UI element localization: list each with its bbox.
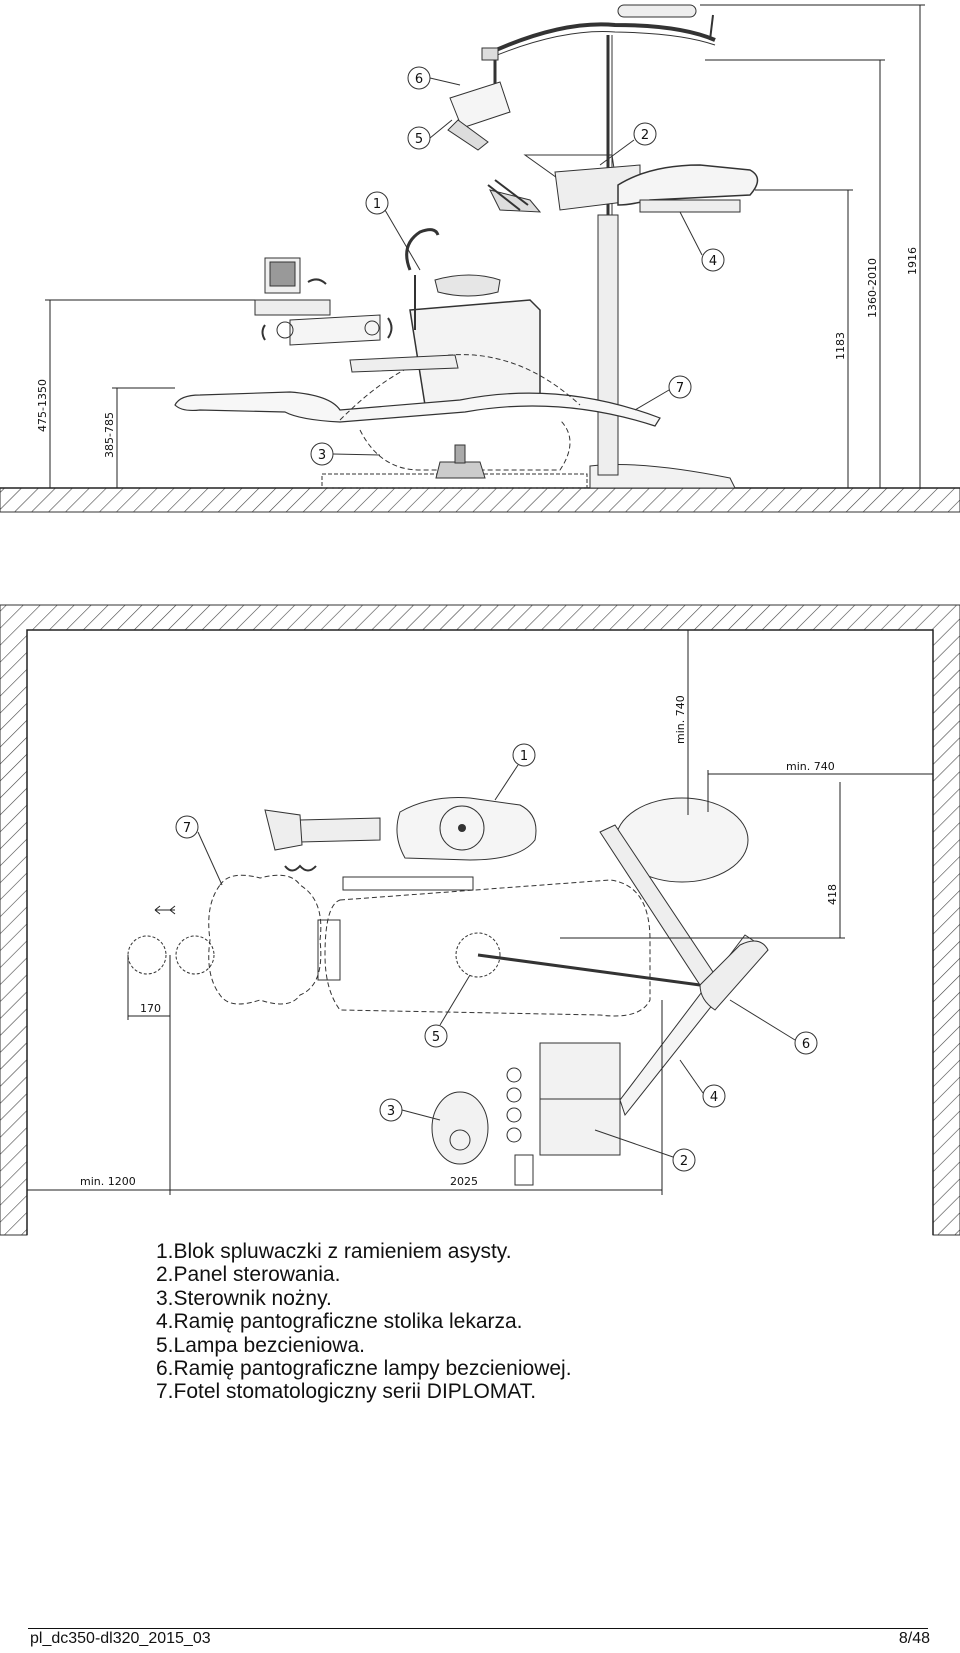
floor-hatch — [0, 487, 960, 513]
top-callout-5: 5 — [432, 1030, 440, 1045]
footer-divider — [28, 1628, 928, 1629]
top-callout-2: 2 — [680, 1154, 688, 1169]
legend-item-5: 5.Lampa bezcieniowa. — [156, 1333, 365, 1357]
dim-1360-2010: 1360-2010 — [866, 258, 879, 318]
main-pillar — [597, 214, 619, 476]
side-view: 475-1350 385-785 1183 1360-2010 1916 6 5… — [0, 4, 960, 513]
legend-item-7: 7.Fotel stomatologiczny serii DIPLOMAT. — [156, 1380, 537, 1404]
dim-170: 170 — [140, 1002, 161, 1015]
dim-min-740-vertical: min. 740 — [674, 695, 687, 744]
dim-1183: 1183 — [834, 332, 847, 360]
top-callout-4: 4 — [710, 1090, 718, 1105]
legend-item-2: 2.Panel sterowania. — [156, 1263, 341, 1287]
legend-item-3: 3.Sterownik nożny. — [156, 1286, 332, 1310]
legend: 1.Blok spluwaczki z ramieniem asysty. 2.… — [156, 1240, 572, 1404]
side-callout-3: 3 — [318, 448, 326, 463]
legend-item-1: 1.Blok spluwaczki z ramieniem asysty. — [156, 1240, 512, 1263]
legend-item-6: 6.Ramię pantograficzne lampy bezcieniowe… — [156, 1357, 572, 1381]
dim-2025: 2025 — [450, 1175, 478, 1188]
dim-min-1200: min. 1200 — [80, 1175, 136, 1188]
legend-item-4: 4.Ramię pantograficzne stolika lekarza. — [156, 1310, 523, 1334]
side-callout-2: 2 — [641, 128, 649, 143]
top-view: min. 740 min. 740 418 170 min. 1200 2025… — [0, 604, 960, 1236]
dim-min-740-horizontal: min. 740 — [786, 760, 835, 773]
footer-doc-id: pl_dc350-dl320_2015_03 — [30, 1630, 211, 1647]
top-callout-6: 6 — [802, 1037, 810, 1052]
side-callout-4: 4 — [709, 254, 717, 269]
top-callout-7: 7 — [183, 821, 191, 836]
footer-page-number: 8/48 — [898, 1630, 930, 1647]
dim-1916: 1916 — [906, 247, 919, 275]
side-callout-5: 5 — [415, 132, 423, 147]
side-callout-7: 7 — [676, 381, 684, 396]
side-callout-6: 6 — [415, 72, 423, 87]
dim-475-1350: 475-1350 — [36, 379, 49, 432]
top-callout-3: 3 — [387, 1104, 395, 1119]
top-callout-1: 1 — [520, 749, 528, 764]
side-callout-1: 1 — [373, 197, 381, 212]
dim-385-785: 385-785 — [103, 412, 116, 458]
dim-418: 418 — [826, 884, 839, 905]
